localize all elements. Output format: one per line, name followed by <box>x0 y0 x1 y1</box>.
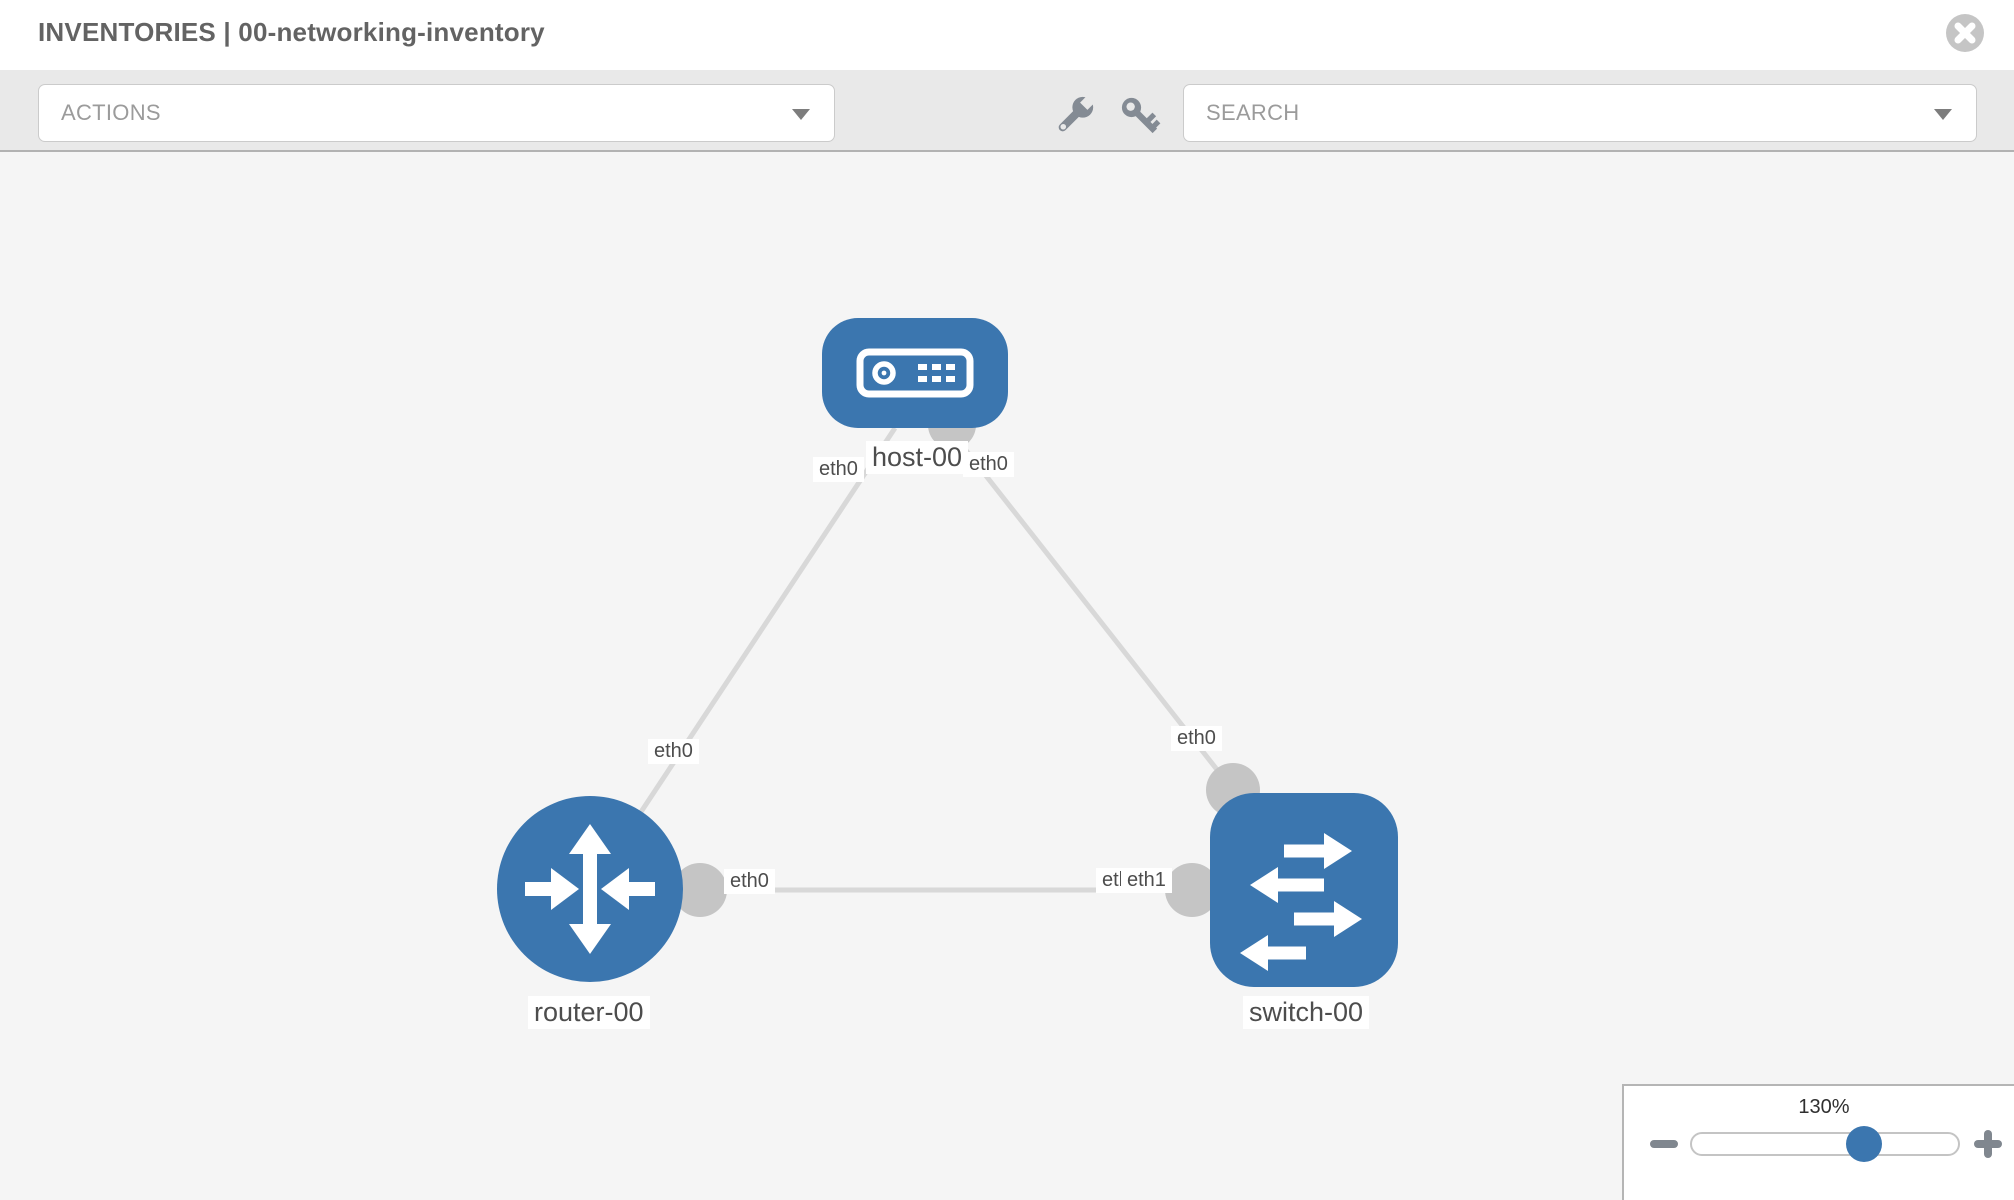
search-dropdown[interactable]: SEARCH <box>1183 84 1977 142</box>
port-router-eth0[interactable] <box>673 863 727 917</box>
key-button[interactable] <box>1116 94 1164 140</box>
interface-label-router-eth0-to-switch: eth0 <box>724 869 775 894</box>
topology-edges-layer <box>587 401 1260 917</box>
node-label-switch-00: switch-00 <box>1243 996 1370 1029</box>
interface-label-router-eth0-to-host: eth0 <box>648 739 699 764</box>
zoom-out-button minus-icon[interactable] <box>1650 1140 1678 1148</box>
header: INVENTORIES | 00-networking-inventory <box>0 0 2014 70</box>
zoom-slider-thumb[interactable] <box>1846 1126 1882 1162</box>
wrench-icon <box>1050 94 1098 144</box>
close-button[interactable] <box>1946 14 1984 52</box>
actions-dropdown[interactable]: ACTIONS <box>38 84 835 142</box>
topology-canvas[interactable]: host-00 router-00 switch-00 eth0 eth0 et… <box>0 152 2014 1200</box>
interface-label-host-eth0-to-switch: eth0 <box>963 452 1014 477</box>
wrench-button[interactable] <box>1050 94 1098 140</box>
page-title: INVENTORIES | 00-networking-inventory <box>38 17 545 47</box>
node-switch-00[interactable] <box>1210 793 1398 987</box>
node-label-router-00: router-00 <box>528 996 650 1029</box>
actions-dropdown-label: ACTIONS <box>61 100 161 125</box>
interface-label-host-eth0-to-router: eth0 <box>813 457 864 482</box>
caret-down-icon <box>792 109 810 120</box>
key-icon <box>1116 97 1164 144</box>
interface-label-switch-eth0-to-host: eth0 <box>1171 726 1222 751</box>
search-dropdown-label: SEARCH <box>1206 100 1300 125</box>
zoom-level-value: 130% <box>1798 1096 1850 1118</box>
toolbar: ACTIONS <box>0 70 2014 152</box>
node-router-00[interactable] <box>497 796 683 982</box>
zoom-slider-track[interactable] <box>1690 1132 1960 1156</box>
interface-label-switch-eth1-to-router: eth1 <box>1121 868 1172 893</box>
caret-down-icon <box>1934 109 1952 120</box>
zoom-panel: 130% <box>1622 1084 2014 1200</box>
node-label-host-00: host-00 <box>866 441 969 474</box>
zoom-in-button plus-icon[interactable] <box>1974 1130 2002 1158</box>
port-switch-eth1[interactable] <box>1165 863 1219 917</box>
node-host-00[interactable] <box>822 318 1008 428</box>
